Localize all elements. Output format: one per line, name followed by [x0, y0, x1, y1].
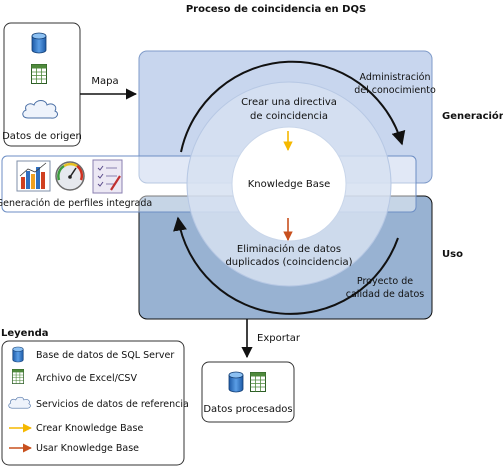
- profiling-label: Generación de perfiles integrada: [0, 198, 152, 209]
- generation-phase-label-2: del conocimiento: [354, 85, 436, 96]
- usage-phase-label-2: calidad de datos: [346, 289, 425, 300]
- generation-phase-label-1: Administración: [359, 72, 430, 83]
- spreadsheet-icon: [31, 64, 47, 84]
- diagram-title: Proceso de coincidencia en DQS: [186, 4, 366, 15]
- legend-item-label: Servicios de datos de referencia: [36, 399, 189, 410]
- database-icon: [228, 371, 244, 393]
- source-box: Datos de origen: [2, 22, 82, 147]
- flow-arrow-bottom: [173, 216, 399, 315]
- legend-box: Base de datos de SQL Server Archivo de E…: [1, 340, 189, 466]
- output-box: Datos procesados: [201, 361, 295, 423]
- bar-chart-icon: [16, 160, 51, 192]
- legend-item-label: Base de datos de SQL Server: [36, 350, 174, 361]
- legend-item-label: Archivo de Excel/CSV: [36, 373, 137, 384]
- spreadsheet-icon: [250, 372, 266, 392]
- profiling-icons: [16, 159, 123, 194]
- generation-side-label: Generación: [442, 110, 503, 122]
- knowledge-base-label: Knowledge Base: [248, 179, 331, 190]
- database-icon: [31, 32, 47, 54]
- map-arrow-label: Mapa: [91, 76, 118, 87]
- generation-step-label-2: de coincidencia: [250, 111, 328, 122]
- export-arrow-label: Exportar: [257, 333, 301, 344]
- usage-step-label-2: duplicados (coincidencia): [225, 257, 352, 268]
- legend-item-label: Usar Knowledge Base: [36, 443, 139, 454]
- source-label: Datos de origen: [2, 131, 82, 142]
- legend-item-label: Crear Knowledge Base: [36, 423, 143, 434]
- knowledge-base-circle: [231, 126, 347, 242]
- gauge-icon: [55, 161, 85, 191]
- legend-title: Leyenda: [1, 328, 48, 339]
- usage-side-label: Uso: [442, 249, 463, 260]
- output-label: Datos procesados: [203, 404, 292, 415]
- database-icon: [12, 346, 24, 363]
- usage-step-label-1: Eliminación de datos: [237, 243, 341, 255]
- spreadsheet-icon: [12, 369, 24, 384]
- generation-step-label-1: Crear una directiva: [241, 97, 337, 108]
- usage-phase-label-1: Proyecto de: [357, 276, 413, 287]
- checklist-icon: [92, 159, 123, 194]
- flow-arrow-top: [180, 60, 406, 153]
